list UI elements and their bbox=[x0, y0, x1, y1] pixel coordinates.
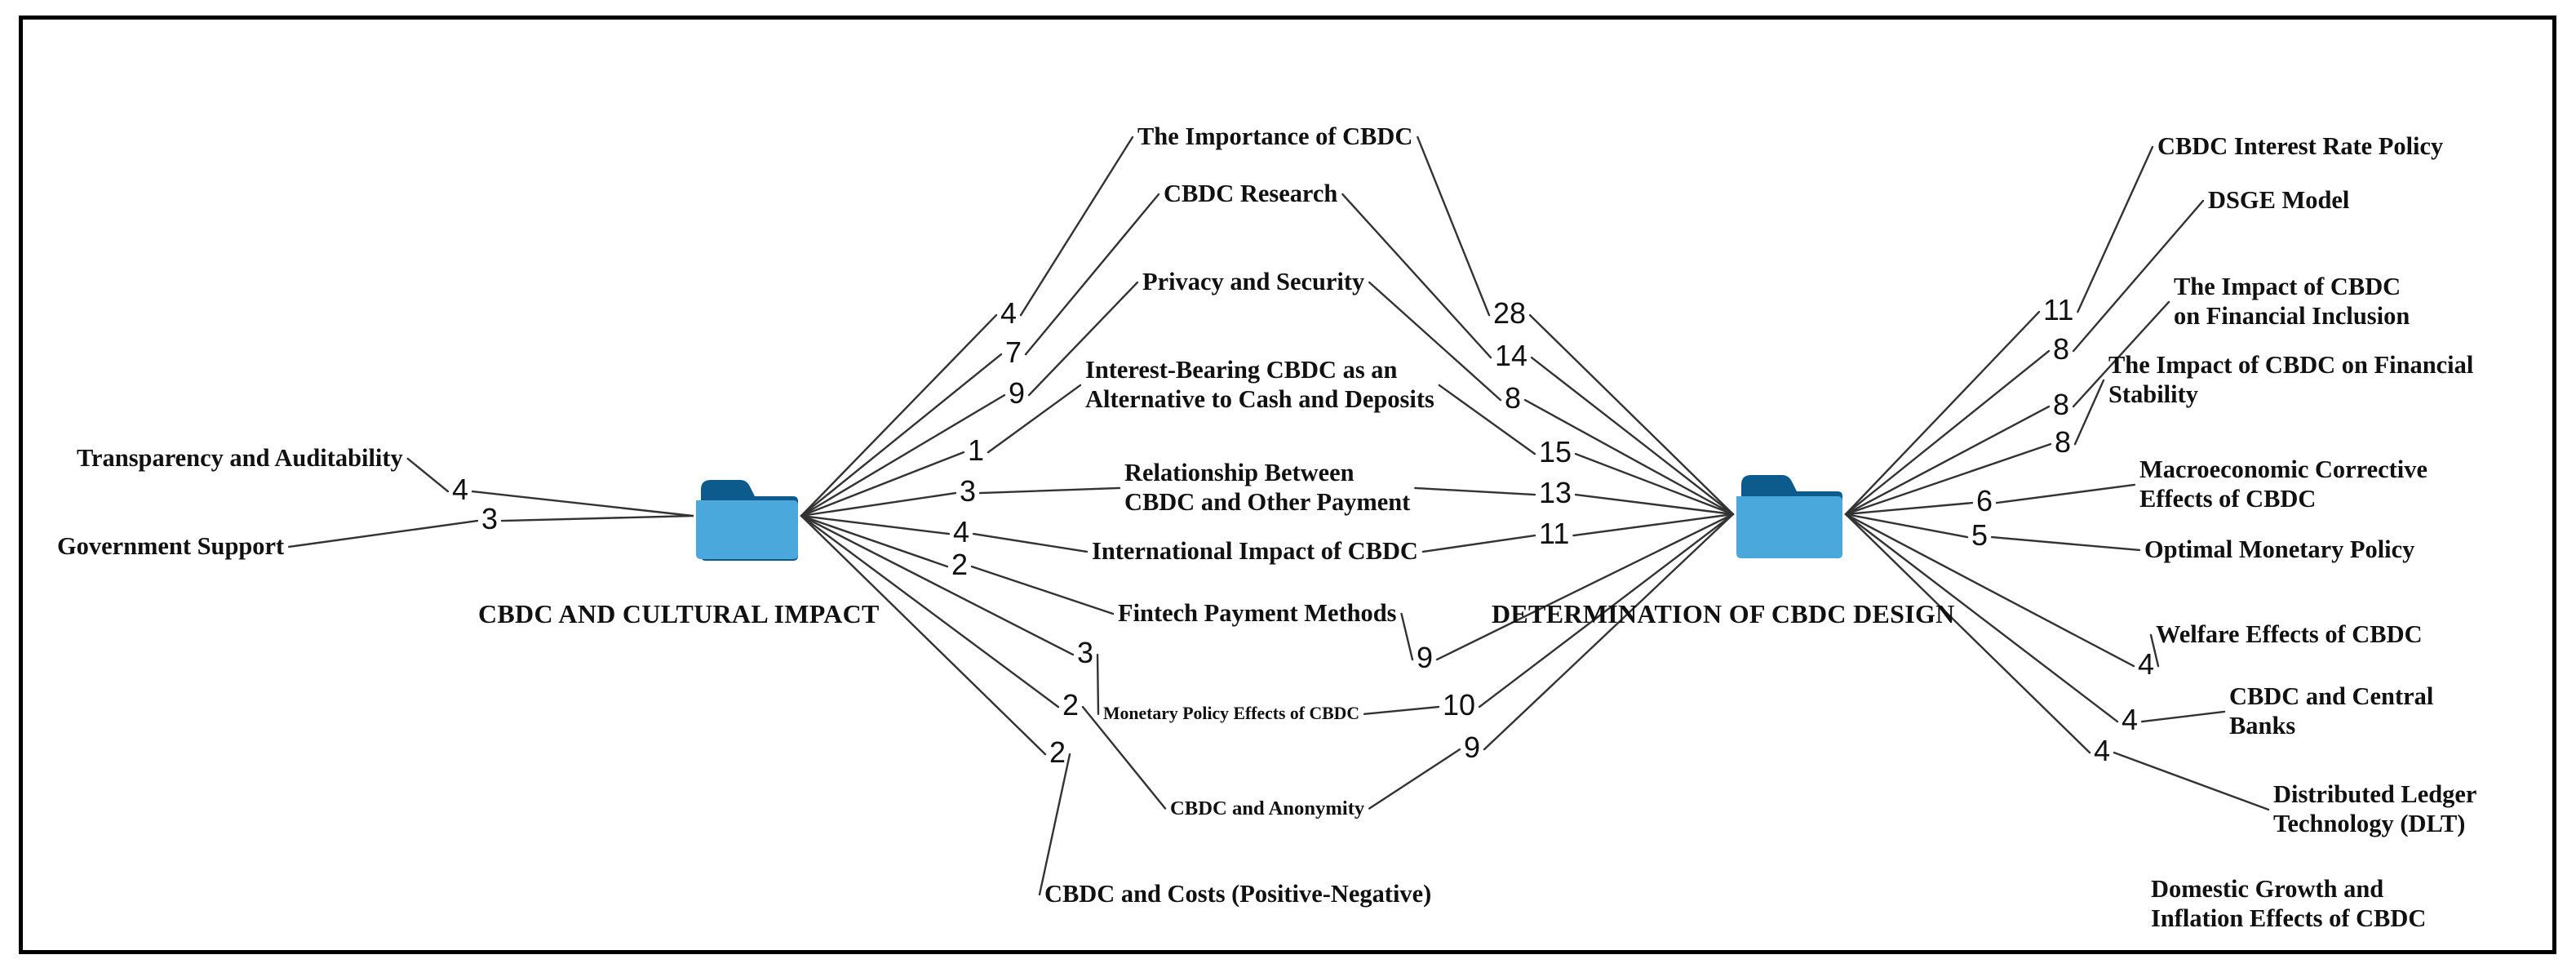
folder-icon-determination-of-cbdc-design[interactable] bbox=[1736, 464, 1842, 563]
edge-weight-government-support-to-cbdc-and-cultural-impact: 3 bbox=[481, 502, 499, 535]
edge-weight-monetary-policy-effects-of-cbdc-to-determination-of-cbdc-design: 10 bbox=[1443, 688, 1476, 722]
edge-weight-determination-of-cbdc-design-to-the-impact-of-cbdc-on-financial-inclusion: 8 bbox=[2053, 388, 2070, 421]
cluster-title-cbdc-and-cultural-impact: CBDC AND CULTURAL IMPACT bbox=[478, 599, 880, 628]
cluster-title-determination-of-cbdc-design: DETERMINATION OF CBDC DESIGN bbox=[1492, 599, 1955, 628]
node-label-interest-bearing-cbdc: Interest-Bearing CBDC as an Alternative … bbox=[1085, 356, 1434, 413]
edge-weight-cbdc-and-cultural-impact-to-monetary-policy-effects-of-cbdc: 3 bbox=[1077, 636, 1094, 669]
edge-weight-determination-of-cbdc-design-to-macroeconomic-corrective-effects-of-cbdc: 6 bbox=[1976, 484, 1993, 517]
node-label-macroeconomic-corrective-effects-of-cbdc: Macroeconomic Corrective Effects of CBDC bbox=[2139, 455, 2427, 513]
node-label-government-support: Government Support bbox=[57, 532, 285, 560]
node-label-privacy-and-security: Privacy and Security bbox=[1142, 268, 1365, 295]
edge-weight-cbdc-and-anonymity-to-determination-of-cbdc-design: 9 bbox=[1464, 731, 1481, 764]
node-label-the-impact-of-cbdc-on-financial-inclusion: The Impact of CBDC on Financial Inclusio… bbox=[2174, 273, 2410, 330]
edge-weight-interest-bearing-cbdc-to-determination-of-cbdc-design: 15 bbox=[1539, 435, 1572, 469]
edge-weight-determination-of-cbdc-design-to-optimal-monetary-policy: 5 bbox=[1971, 518, 1989, 552]
node-label-cbdc-research: CBDC Research bbox=[1164, 180, 1338, 207]
edge-weight-fintech-payment-methods-to-determination-of-cbdc-design: 9 bbox=[1417, 641, 1434, 674]
node-label-transparency-and-auditability: Transparency and Auditability bbox=[77, 444, 403, 472]
node-label-cbdc-and-central-banks: CBDC and Central Banks bbox=[2229, 682, 2434, 739]
node-label-distributed-ledger-technology: Distributed Ledger Technology (DLT) bbox=[2273, 780, 2477, 837]
edge-weight-cbdc-and-cultural-impact-to-interest-bearing-cbdc: 1 bbox=[968, 433, 985, 467]
node-label-cbdc-and-anonymity: CBDC and Anonymity bbox=[1170, 797, 1365, 819]
node-label-optimal-monetary-policy: Optimal Monetary Policy bbox=[2144, 535, 2415, 563]
edge-weight-relationship-between-cbdc-and-other-payment-to-determination-of-cbdc-design: 13 bbox=[1539, 476, 1572, 509]
node-label-cbdc-and-costs: CBDC and Costs (Positive-Negative) bbox=[1044, 880, 1432, 908]
node-label-domestic-growth-and-inflation-effects-of-cbdc: Domestic Growth and Inflation Effects of… bbox=[2151, 875, 2427, 932]
node-label-monetary-policy-effects-of-cbdc: Monetary Policy Effects of CBDC bbox=[1103, 704, 1360, 723]
node-label-the-impact-of-cbdc-on-financial-stability: The Impact of CBDC on Financial Stabilit… bbox=[2108, 351, 2474, 408]
edge-weight-transparency-and-auditability-to-cbdc-and-cultural-impact: 4 bbox=[452, 473, 469, 506]
edge-weight-cbdc-and-cultural-impact-to-cbdc-and-costs: 2 bbox=[1049, 735, 1066, 769]
edge-weight-cbdc-and-cultural-impact-to-international-impact-of-cbdc: 4 bbox=[953, 515, 970, 548]
folder-icon-cbdc-and-cultural-impact[interactable] bbox=[696, 469, 798, 564]
edge-weight-international-impact-of-cbdc-to-determination-of-cbdc-design: 11 bbox=[1539, 517, 1570, 550]
node-label-cbdc-interest-rate-policy: CBDC Interest Rate Policy bbox=[2157, 132, 2444, 160]
edge-weight-determination-of-cbdc-design-to-cbdc-interest-rate-policy: 11 bbox=[2043, 293, 2074, 326]
edge-weight-the-importance-of-cbdc-to-determination-of-cbdc-design: 28 bbox=[1493, 296, 1527, 330]
edge-weight-cbdc-and-cultural-impact-to-cbdc-research: 7 bbox=[1005, 335, 1022, 369]
node-label-welfare-effects-of-cbdc: Welfare Effects of CBDC bbox=[2156, 620, 2423, 648]
edge-weight-cbdc-and-cultural-impact-to-cbdc-and-anonymity: 2 bbox=[1062, 688, 1080, 722]
node-label-fintech-payment-methods: Fintech Payment Methods bbox=[1118, 599, 1397, 627]
edge-weight-cbdc-and-cultural-impact-to-the-importance-of-cbdc: 4 bbox=[1000, 296, 1018, 330]
edge-weight-determination-of-cbdc-design-to-welfare-effects-of-cbdc: 4 bbox=[2138, 647, 2155, 681]
edge-weight-cbdc-and-cultural-impact-to-relationship-between-cbdc-and-other-payment: 3 bbox=[960, 474, 977, 508]
node-label-international-impact-of-cbdc: International Impact of CBDC bbox=[1092, 537, 1418, 565]
folder-icon bbox=[1736, 475, 1842, 558]
edge-weight-cbdc-research-to-determination-of-cbdc-design: 14 bbox=[1495, 339, 1528, 372]
node-label-the-importance-of-cbdc: The Importance of CBDC bbox=[1137, 122, 1413, 150]
folder-icon bbox=[696, 480, 798, 561]
edge-weight-determination-of-cbdc-design-to-distributed-ledger-technology: 4 bbox=[2094, 734, 2111, 767]
node-label-dsge-model: DSGE Model bbox=[2208, 186, 2350, 214]
edge-weight-cbdc-and-cultural-impact-to-privacy-and-security: 9 bbox=[1009, 376, 1026, 410]
edge-weight-cbdc-and-cultural-impact-to-fintech-payment-methods: 2 bbox=[951, 548, 969, 581]
edge-weight-privacy-and-security-to-determination-of-cbdc-design: 8 bbox=[1505, 381, 1522, 415]
edge-weight-determination-of-cbdc-design-to-the-impact-of-cbdc-on-financial-stability: 8 bbox=[2055, 425, 2072, 459]
edge-weight-determination-of-cbdc-design-to-cbdc-and-central-banks: 4 bbox=[2122, 703, 2139, 736]
node-label-relationship-between-cbdc-and-other-payment: Relationship Between CBDC and Other Paym… bbox=[1124, 459, 1411, 516]
edge-weight-determination-of-cbdc-design-to-dsge-model: 8 bbox=[2053, 332, 2070, 366]
